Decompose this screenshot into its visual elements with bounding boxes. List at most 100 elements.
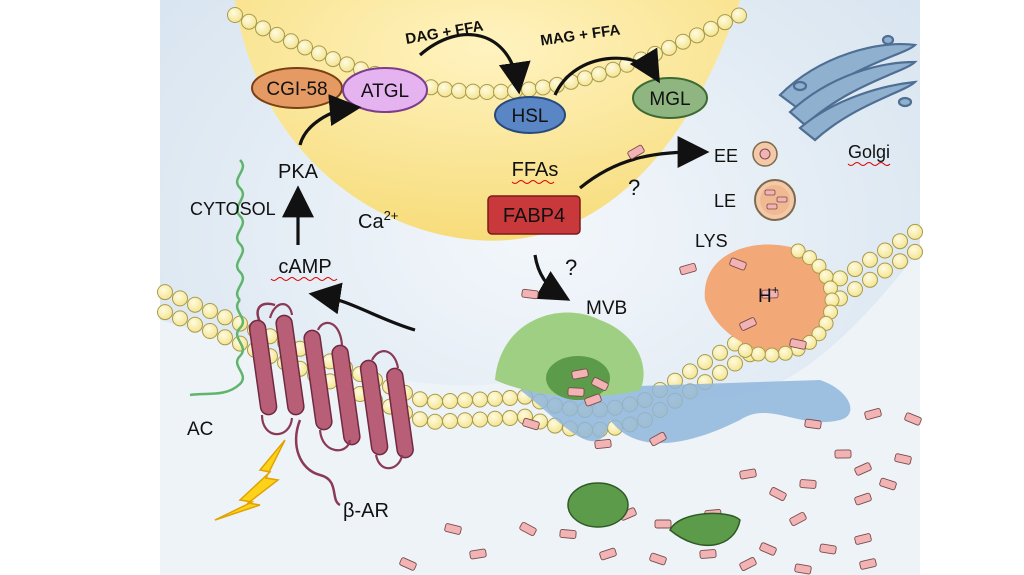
cargo-particle — [819, 543, 837, 555]
camp-underline — [270, 277, 338, 281]
cargo-particle — [649, 431, 667, 447]
lipid-bead — [712, 344, 728, 361]
cargo-particle — [854, 462, 872, 476]
cargo-particle — [522, 417, 540, 431]
pka-label: PKA — [278, 161, 319, 183]
lipid-bead — [487, 390, 503, 407]
arrow-fabp4-to-mvb — [533, 254, 571, 301]
lipid-bead — [157, 304, 173, 321]
lipid-bead — [297, 39, 313, 56]
cargo-particle — [521, 288, 539, 300]
cargo-particle — [567, 387, 585, 397]
lipid-bead — [790, 243, 806, 259]
le-label: LE — [714, 191, 736, 211]
calcium-label: Ca2+ — [358, 208, 398, 233]
mgl-label: MGL — [649, 89, 690, 110]
cargo-particle — [654, 519, 672, 529]
lipid-bead — [172, 310, 188, 327]
cargo-particle — [584, 393, 602, 407]
lipid-bead — [862, 251, 878, 268]
hsl-label: HSL — [512, 106, 549, 127]
lipid-bead — [661, 39, 677, 56]
hsl-protein — [494, 96, 566, 134]
lipid-bead — [269, 26, 285, 43]
lipid-bead — [703, 20, 719, 37]
fabp4-label: FABP4 — [503, 205, 565, 227]
atgl-label: ATGL — [361, 81, 409, 102]
cargo-particle — [739, 317, 757, 331]
cargo-particle — [789, 511, 807, 527]
cargo-particle — [444, 523, 462, 535]
lipid-bead — [892, 253, 908, 270]
lipid-bead — [202, 323, 218, 339]
lipid-bead — [811, 326, 827, 342]
lipid-bead — [737, 342, 753, 358]
cargo-particle — [649, 552, 667, 566]
cgi58-protein — [251, 67, 343, 109]
lipid-bead — [255, 20, 271, 37]
lipid-bead — [442, 413, 458, 429]
lipid-bead — [427, 413, 443, 430]
lipid-bead — [811, 258, 827, 274]
lipid-bead — [472, 411, 488, 428]
lipid-bead — [487, 410, 503, 427]
lipid-bead — [412, 411, 428, 428]
lipid-bead — [689, 27, 705, 44]
lipid-bead — [818, 315, 834, 331]
question-mark-mvb: ? — [565, 255, 577, 280]
lipid-bead — [682, 363, 698, 380]
early-endosome — [752, 141, 778, 167]
lipid-bead — [437, 81, 453, 98]
lipid-bead — [202, 303, 218, 319]
cargo-particle — [854, 533, 872, 545]
lipid-bead — [241, 13, 257, 30]
arrow-receptor-to-camp — [308, 282, 416, 332]
lipid-bead — [802, 250, 818, 266]
lipid-bead — [847, 281, 863, 298]
cargo-particle — [879, 477, 897, 491]
lipid-bead — [172, 290, 188, 307]
lipid-bead — [465, 83, 481, 100]
cargo-particle — [729, 257, 747, 271]
lipid-bead — [442, 393, 458, 409]
lipid-bead — [907, 223, 923, 240]
lipid-bead — [647, 45, 663, 62]
lipid-bead — [764, 347, 780, 363]
lipid-bead — [157, 284, 173, 301]
question-mark-ee: ? — [628, 175, 640, 200]
lipid-bead — [479, 83, 495, 100]
lipid-bead — [907, 243, 923, 260]
cytosol-label: CYTOSOL — [190, 199, 276, 219]
lipid-bead — [502, 410, 518, 426]
lysosome-membrane — [737, 243, 840, 363]
lipid-bead — [712, 364, 728, 381]
lipid-bead — [325, 51, 341, 68]
lipid-bead — [717, 14, 733, 31]
lipid-bead — [862, 271, 878, 288]
late-endosome — [754, 179, 796, 221]
lipid-bead — [727, 355, 743, 372]
lipid-bead — [892, 233, 908, 250]
cargo-particle — [759, 542, 777, 556]
golgi-label: Golgi — [848, 142, 890, 162]
lipid-bead — [187, 296, 203, 313]
cargo-particle — [399, 557, 417, 571]
cargo-particle — [904, 412, 922, 426]
lipid-bead — [451, 82, 467, 99]
exosome-cargo — [399, 144, 922, 575]
golgi-underline — [847, 162, 891, 166]
cargo-particle — [679, 262, 697, 276]
lipid-bead — [877, 242, 893, 259]
cargo-particle — [739, 557, 757, 571]
ac-label: AC — [187, 419, 213, 440]
cargo-particle — [519, 521, 537, 537]
lipid-bead — [311, 45, 327, 62]
lipid-bead — [750, 346, 766, 362]
arrow-pka-to-atgl — [298, 94, 362, 146]
lipid-bead — [777, 345, 793, 361]
mgl-protein — [632, 77, 708, 119]
cargo-particle — [699, 549, 717, 559]
lipid-droplet — [235, 0, 740, 241]
cargo-particle — [591, 377, 609, 391]
